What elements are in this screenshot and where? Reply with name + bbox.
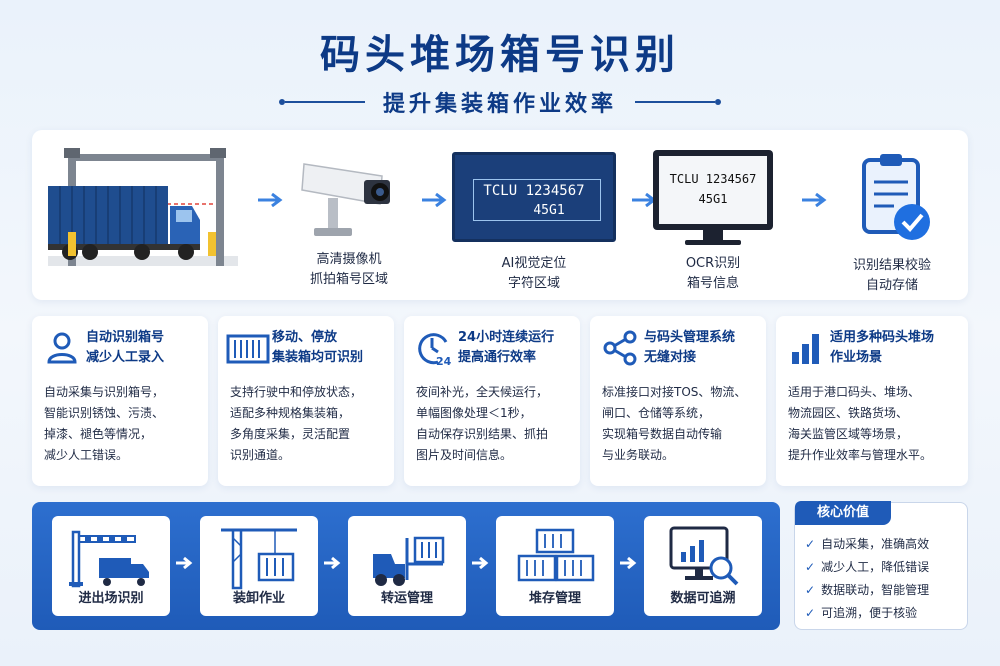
core-value-text: 数据联动，智能管理 xyxy=(821,583,930,597)
core-value-text: 自动采集，准确高效 xyxy=(821,537,930,551)
core-value-title: 核心价值 xyxy=(795,501,891,525)
process-step-truck xyxy=(48,144,238,278)
process-arrow-1 xyxy=(258,192,284,208)
scenario-gate: 进出场识别 xyxy=(52,516,170,616)
check-icon: ✓ xyxy=(805,560,816,574)
monitor-code-line2: 45G1 xyxy=(698,192,728,206)
feature-body: 夜间补光，全天候运行， 单幅图像处理＜1秒， 自动保存识别结果、抓拍 图片及时间… xyxy=(416,385,549,462)
step-caption: 高清摄像机 抓拍箱号区域 xyxy=(309,252,388,287)
subtitle-row: 提升集装箱作业效率 xyxy=(0,86,1000,118)
scenario-label: 装卸作业 xyxy=(232,591,285,606)
step-caption: OCR识别 箱号信息 xyxy=(685,256,741,291)
band-arrow-3 xyxy=(472,556,489,570)
feature-card-auto: 自动识别箱号 减少人工录入 自动采集与识别箱号， 智能识别锈蚀、污渍、 掉漆、褪… xyxy=(32,316,208,486)
feature-title: 自动识别箱号 减少人工录入 xyxy=(86,330,165,365)
scenario-label: 进出场识别 xyxy=(78,591,144,606)
page-title: 码头堆场箱号识别 xyxy=(320,32,680,78)
monitor-code-line1: TCLU 1234567 xyxy=(669,172,757,186)
bar-chart-icon xyxy=(792,334,819,364)
process-step-ai-locate: TCLU 1234567 45G1 AI视觉定位 字符区域 xyxy=(452,152,616,294)
svg-text:24: 24 xyxy=(436,355,452,366)
scenario-storage: 堆存管理 xyxy=(496,516,614,616)
check-icon: ✓ xyxy=(805,537,816,551)
page-subtitle: 提升集装箱作业效率 xyxy=(382,92,617,117)
feature-title: 移动、停放 集装箱均可识别 xyxy=(272,330,364,365)
step-caption: 识别结果校验 自动存储 xyxy=(852,258,931,293)
core-value-text: 可追溯，便于核验 xyxy=(821,606,918,620)
truck-gate-icon xyxy=(48,148,238,266)
feature-body: 标准接口对接TOS、物流、 闸口、仓储等系统， 实现箱号数据自动传输 与业务联动… xyxy=(602,385,747,462)
feature-title: 24小时连续运行 提高通行效率 xyxy=(458,330,555,365)
band-arrow-1 xyxy=(176,556,193,570)
feature-body: 适用于港口码头、堆场、 物流园区、铁路货场、 海关监管区域等场景， 提升作业效率… xyxy=(788,385,933,462)
crane-icon xyxy=(221,528,297,590)
core-value-text: 减少人工，降低错误 xyxy=(821,560,930,574)
scenario-label: 数据可追溯 xyxy=(670,591,736,606)
container-code-line2: 45G1 xyxy=(533,203,565,218)
process-step-verify: 识别结果校验 自动存储 xyxy=(832,152,952,296)
scenario-label: 堆存管理 xyxy=(528,591,581,606)
feature-card-moving: 移动、停放 集装箱均可识别 支持行驶中和停放状态， 适配多种规格集装箱， 多角度… xyxy=(218,316,394,486)
feature-card-24h: 24 24小时连续运行 提高通行效率 夜间补光，全天候运行， 单幅图像处理＜1秒… xyxy=(404,316,580,486)
band-arrow-4 xyxy=(620,556,637,570)
camera-icon xyxy=(301,163,390,236)
container-door-icon: TCLU 1234567 45G1 xyxy=(452,152,616,242)
feature-title: 适用多种码头堆场 作业场景 xyxy=(830,330,935,365)
process-step-ocr: TCLU 1234567 45G1 OCR识别 箱号信息 xyxy=(640,150,786,294)
scenario-label: 转运管理 xyxy=(380,591,433,606)
container-icon xyxy=(226,334,270,364)
core-value-list: ✓ 自动采集，准确高效 ✓ 减少人工，降低错误 ✓ 数据联动，智能管理 ✓ 可追溯，便于… xyxy=(805,533,961,625)
process-step-camera: 高清摄像机 抓拍箱号区域 xyxy=(284,142,414,290)
process-arrow-4 xyxy=(802,192,828,208)
user-icon xyxy=(47,332,77,364)
process-arrow-2 xyxy=(422,192,448,208)
scenario-traceability: 数据可追溯 xyxy=(644,516,762,616)
check-icon: ✓ xyxy=(805,606,816,620)
clipboard-check-icon xyxy=(862,154,930,240)
scenario-band: 进出场识别 装卸作业 转运管理 xyxy=(32,502,780,630)
monitor-icon: TCLU 1234567 45G1 xyxy=(653,150,773,250)
monitor-search-icon xyxy=(669,526,739,586)
stacked-containers-icon xyxy=(517,528,595,582)
container-code-line1: TCLU 1234567 xyxy=(483,183,585,199)
feature-body: 支持行驶中和停放状态， 适配多种规格集装箱， 多角度采集，灵活配置 识别通道。 xyxy=(230,385,363,462)
feature-body: 自动采集与识别箱号， 智能识别锈蚀、污渍、 掉漆、褪色等情况， 减少人工错误。 xyxy=(44,385,165,462)
gate-truck-icon xyxy=(69,530,149,588)
subtitle-divider-right xyxy=(635,99,721,105)
feature-title: 与码头管理系统 无缝对接 xyxy=(644,330,736,365)
core-value-item: ✓ 减少人工，降低错误 xyxy=(805,556,961,579)
core-value-panel: 核心价值 ✓ 自动采集，准确高效 ✓ 减少人工，降低错误 ✓ 数据联动，智能管理 ✓ 可… xyxy=(794,501,968,630)
scenario-transfer: 转运管理 xyxy=(348,516,466,616)
core-value-item: ✓ 自动采集，准确高效 xyxy=(805,533,961,556)
band-arrow-2 xyxy=(324,556,341,570)
clock-24-icon: 24 xyxy=(418,333,452,366)
share-icon xyxy=(603,330,637,366)
core-value-item: ✓ 可追溯，便于核验 xyxy=(805,602,961,625)
feature-card-scenarios: 适用多种码头堆场 作业场景 适用于港口码头、堆场、 物流园区、铁路货场、 海关监… xyxy=(776,316,968,486)
step-caption: AI视觉定位 字符区域 xyxy=(501,256,567,291)
check-icon: ✓ xyxy=(805,583,816,597)
core-value-item: ✓ 数据联动，智能管理 xyxy=(805,579,961,602)
feature-card-integration: 与码头管理系统 无缝对接 标准接口对接TOS、物流、 闸口、仓储等系统， 实现箱… xyxy=(590,316,766,486)
process-panel: 高清摄像机 抓拍箱号区域 TCLU 1234567 45G1 AI视觉定位 字符… xyxy=(32,130,968,300)
forklift-icon xyxy=(373,536,445,586)
scenario-loading: 装卸作业 xyxy=(200,516,318,616)
subtitle-divider-left xyxy=(278,99,365,105)
